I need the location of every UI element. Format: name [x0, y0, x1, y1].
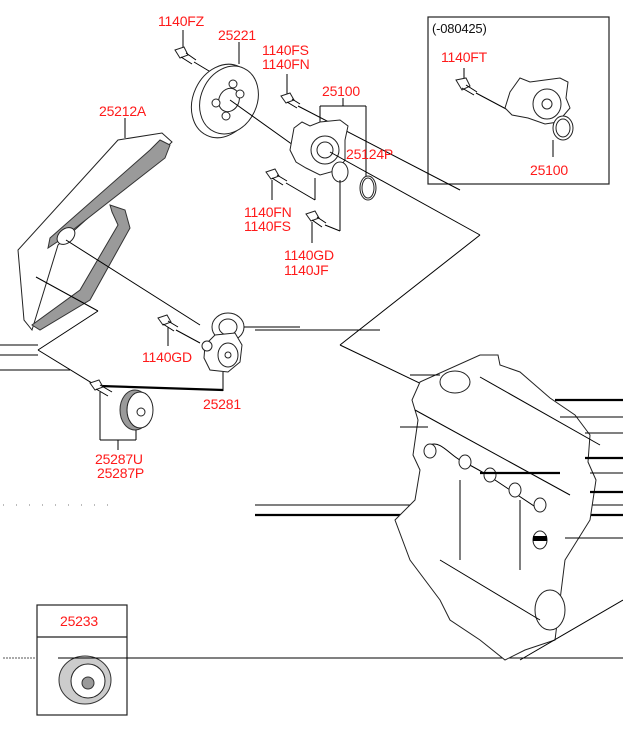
- engine-block-icon: [394, 354, 623, 661]
- bolt-1140gd-icon: [305, 180, 341, 243]
- label-inset-bolt[interactable]: 1140FT: [441, 49, 488, 65]
- label-bolt-1140fs[interactable]: 1140FS: [262, 42, 309, 58]
- label-gasket-25124p[interactable]: 25124P: [346, 146, 394, 162]
- inset-variant-note: (-080425): [432, 21, 487, 36]
- label-pulley-25221[interactable]: 25221: [218, 27, 256, 43]
- label-tensioner-bolt-1140gd[interactable]: 1140GD: [142, 349, 192, 365]
- label-idler-25287p[interactable]: 25287P: [97, 465, 145, 481]
- label-idler-25287u[interactable]: 25287U: [95, 451, 143, 467]
- inset-bolt-icon: [455, 68, 509, 111]
- label-bolt-1140fn[interactable]: 1140FN: [262, 56, 310, 72]
- label-belt-25212a[interactable]: 25212A: [99, 103, 147, 119]
- label-bolt-lower-1140fs[interactable]: 1140FS: [244, 218, 291, 234]
- tensioner-25281-icon: [157, 312, 300, 391]
- bolt-1140fs-icon: [280, 74, 461, 191]
- drive-belt-25212a-icon: [17, 118, 201, 389]
- label-bolt-lower-1140fn[interactable]: 1140FN: [244, 204, 292, 220]
- idler-pulley-25287-icon: [89, 379, 154, 450]
- fan-clutch-box: [36, 604, 128, 716]
- label-bolt-1140gd[interactable]: 1140GD: [284, 247, 334, 263]
- label-bolt-1140jf[interactable]: 1140JF: [284, 262, 329, 278]
- bolt-1140fz-icon: [174, 30, 215, 75]
- water-pump-25100-icon: [289, 98, 377, 201]
- inset-box: [427, 16, 610, 185]
- bolt-1140fn-icon: [265, 168, 316, 201]
- label-pump-25100[interactable]: 25100: [322, 83, 360, 99]
- label-inset-pump[interactable]: 25100: [530, 162, 568, 178]
- fan-clutch-25233-icon: [58, 655, 112, 705]
- label-tensioner-25281[interactable]: 25281: [203, 396, 241, 412]
- inset-pump-icon: [504, 77, 574, 157]
- pulley-25221-icon: [190, 42, 301, 151]
- label-bolt-1140fz[interactable]: 1140FZ: [158, 13, 205, 29]
- label-fan-clutch-25233[interactable]: 25233: [60, 613, 98, 629]
